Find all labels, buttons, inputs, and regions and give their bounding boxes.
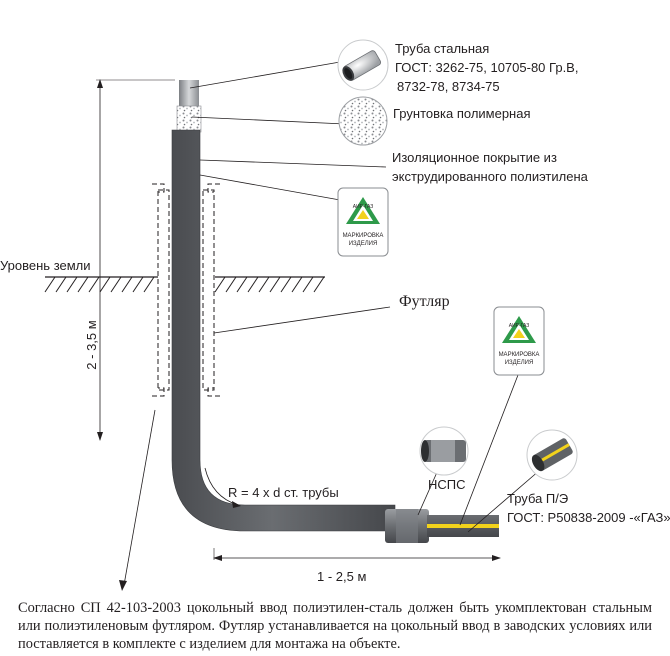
- horizontal-dimension-label: 1 - 2,5 м: [317, 569, 366, 584]
- marking-badge: АИР-ГАЗ МАРКИРОВКА ИЗДЕЛИЯ: [493, 306, 545, 376]
- ground-hatch-line: [88, 276, 100, 293]
- vertical-dimension-label: 2 - 3,5 м: [84, 320, 99, 369]
- case-label: Футляр: [399, 293, 450, 310]
- pe-pipe-yellow-stripe: [427, 524, 499, 528]
- primer-label: Грунтовка полимерная: [393, 106, 531, 121]
- ground-hatch-line: [99, 276, 111, 293]
- ground-hatch-line: [132, 276, 144, 293]
- marking-badge: АИР-ГАЗ МАРКИРОВКА ИЗДЕЛИЯ: [337, 187, 389, 257]
- insulation-label-line2: экструдированного полиэтилена: [392, 169, 589, 184]
- pe-pipe-icon: [526, 429, 578, 481]
- ground-hatch-line: [44, 276, 56, 293]
- ground-level: Уровень земли: [0, 258, 325, 293]
- pe-pipe-label: Труба П/Э ГОСТ: Р50838-2009 -«ГАЗ»: [507, 491, 670, 525]
- ground-hatch-line: [143, 276, 155, 293]
- badge-line1: МАРКИРОВКА: [499, 352, 540, 358]
- vertical-dimension: 2 - 3,5 м: [84, 79, 175, 441]
- horizontal-dimension: 1 - 2,5 м: [213, 548, 501, 584]
- coated-pipe: [171, 129, 396, 532]
- steel-pipe-label: Труба стальная ГОСТ: 3262-75, 10705-80 Г…: [395, 41, 578, 94]
- pe-pipe-label-line2: ГОСТ: Р50838-2009 -«ГАЗ»: [507, 510, 670, 525]
- ground-level-label: Уровень земли: [0, 258, 91, 273]
- steel-pipe-label-line2: ГОСТ: 3262-75, 10705-80 Гр.В,: [395, 60, 578, 75]
- ground-hatch-line: [313, 276, 325, 293]
- ground-hatch-line: [280, 276, 292, 293]
- steel-pipe-label-line3: 8732-78, 8734-75: [397, 79, 500, 94]
- insulation-label-line1: Изоляционное покрытие из: [392, 150, 557, 165]
- insulation-label: Изоляционное покрытие из экструдированно…: [392, 150, 589, 184]
- ground-hatch-line: [214, 276, 226, 293]
- case-arrow-head: [119, 580, 127, 591]
- ground-hatch-line: [258, 276, 270, 293]
- primer-icon: [338, 96, 388, 146]
- nsps-label: НСПС: [428, 477, 466, 492]
- pe-pipe-label-line1: Труба П/Э: [507, 491, 568, 506]
- ground-hatch-line: [247, 276, 259, 293]
- leader-lines: [123, 61, 541, 586]
- ground-hatch-line: [291, 276, 303, 293]
- ground-hatch-line: [77, 276, 89, 293]
- protective-case: [152, 183, 220, 397]
- primer-layer: [176, 105, 202, 133]
- steel-pipe-icon: [337, 39, 389, 91]
- caption-text: Согласно СП 42-103-2003 цокольный ввод п…: [18, 600, 652, 652]
- radius-label: R = 4 x d ст. трубы: [228, 485, 339, 500]
- steel-pipe-top: [179, 80, 199, 108]
- badge-line2: ИЗДЕЛИЯ: [349, 241, 378, 247]
- pipe-assembly: [171, 80, 499, 543]
- ground-hatch-line: [269, 276, 281, 293]
- badge-line2: ИЗДЕЛИЯ: [505, 360, 534, 366]
- ground-hatch-line: [121, 276, 133, 293]
- badge-line1: МАРКИРОВКА: [343, 233, 384, 239]
- badge-brand: АИР-ГАЗ: [353, 204, 374, 210]
- ground-hatch-line: [110, 276, 122, 293]
- radius-annotation: R = 4 x d ст. трубы: [204, 467, 339, 508]
- steel-pipe-label-line1: Труба стальная: [395, 41, 489, 56]
- ground-hatch-line: [236, 276, 248, 293]
- ground-hatch-line: [302, 276, 314, 293]
- ground-hatch-line: [55, 276, 67, 293]
- badge-brand: АИР-ГАЗ: [509, 323, 530, 329]
- nsps-coupling-icon: [419, 426, 469, 476]
- ground-hatch-line: [66, 276, 78, 293]
- ground-hatch-line: [225, 276, 237, 293]
